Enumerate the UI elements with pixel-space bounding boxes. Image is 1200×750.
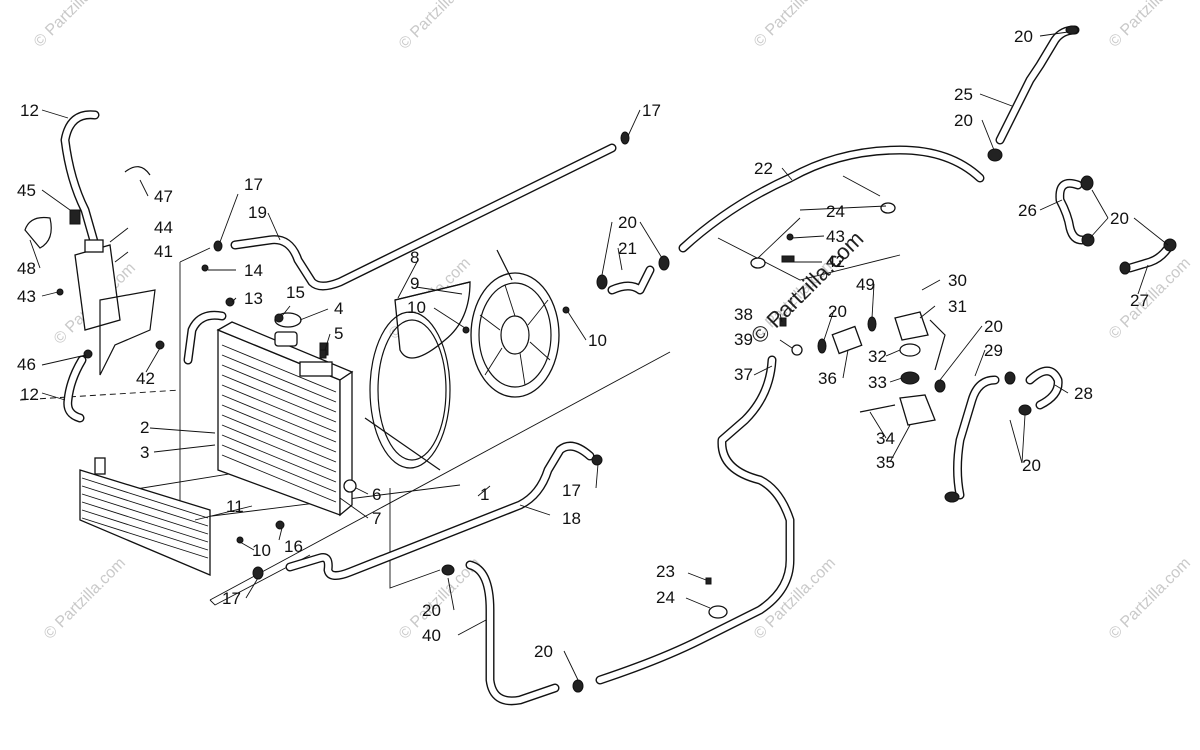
callout-24: 24 (826, 202, 845, 221)
callout-12: 12 (20, 101, 39, 120)
fasteners (56, 202, 896, 619)
callout-20: 20 (534, 642, 553, 661)
callout-17: 17 (222, 589, 241, 608)
callout-2: 2 (140, 418, 149, 437)
callout-46: 46 (17, 355, 36, 374)
callout-12: 12 (20, 385, 39, 404)
callout-20: 20 (422, 601, 441, 620)
callout-35: 35 (876, 453, 895, 472)
callout-43: 43 (826, 227, 845, 246)
callout-20: 20 (1110, 209, 1129, 228)
callout-21: 21 (618, 239, 637, 258)
callout-20: 20 (618, 213, 637, 232)
callout-19: 19 (248, 203, 267, 222)
callout-22: 22 (754, 159, 773, 178)
callout-1: 1 (480, 485, 489, 504)
watermark: © Partzilla.com (751, 555, 839, 643)
cooling-fan (470, 249, 560, 398)
callout-17: 17 (642, 101, 661, 120)
callout-48: 48 (17, 259, 36, 278)
callout-47: 47 (154, 187, 173, 206)
callout-16: 16 (284, 537, 303, 556)
callout-45: 45 (17, 181, 36, 200)
callout-28: 28 (1074, 384, 1093, 403)
callout-4: 4 (334, 299, 343, 318)
callout-6: 6 (372, 485, 381, 504)
callout-38: 38 (734, 305, 753, 324)
callout-13: 13 (244, 289, 263, 308)
callout-24: 24 (656, 588, 675, 607)
callout-42: 42 (826, 252, 845, 271)
leader-lines (29, 31, 1169, 681)
callout-23: 23 (656, 562, 675, 581)
callout-10: 10 (252, 541, 271, 560)
watermark: © Partzilla.com (1106, 0, 1194, 51)
radiator (216, 312, 354, 517)
watermark: © Partzilla.com (31, 0, 119, 51)
callout-numbers: 12 45 47 44 41 48 43 46 42 12 17 19 14 1… (17, 27, 1149, 661)
callout-20: 20 (828, 302, 847, 321)
callout-30: 30 (948, 271, 967, 290)
callout-5: 5 (334, 324, 343, 343)
callout-42: 42 (136, 369, 155, 388)
callout-17: 17 (562, 481, 581, 500)
callout-15: 15 (286, 283, 305, 302)
oil-cooler (79, 457, 211, 576)
callout-20: 20 (1022, 456, 1041, 475)
callout-29: 29 (984, 341, 1003, 360)
callout-32: 32 (868, 347, 887, 366)
callout-9: 9 (410, 274, 419, 293)
watermark: © Partzilla.com (396, 0, 484, 53)
callout-34: 34 (876, 429, 895, 448)
callout-7: 7 (372, 509, 381, 528)
hoses (60, 25, 1175, 706)
hose-clamps (213, 25, 1177, 693)
callout-41: 41 (154, 242, 173, 261)
callout-49: 49 (856, 275, 875, 294)
callout-10: 10 (407, 298, 426, 317)
watermark: © Partzilla.com (1106, 255, 1194, 343)
callout-18: 18 (562, 509, 581, 528)
callout-37: 37 (734, 365, 753, 384)
callout-14: 14 (244, 261, 263, 280)
callout-27: 27 (1130, 291, 1149, 310)
callout-26: 26 (1018, 201, 1037, 220)
watermark: © Partzilla.com (751, 0, 839, 51)
watermark: © Partzilla.com (41, 555, 129, 643)
watermark: © Partzilla.com (1106, 555, 1194, 643)
callout-25: 25 (954, 85, 973, 104)
callout-3: 3 (140, 443, 149, 462)
coolant-reservoir (24, 166, 156, 376)
callout-8: 8 (410, 248, 419, 267)
callout-20: 20 (984, 317, 1003, 336)
callout-11: 11 (226, 497, 244, 516)
callout-31: 31 (948, 297, 967, 316)
fan-shroud (364, 281, 471, 471)
callout-20: 20 (1014, 27, 1033, 46)
callout-17: 17 (244, 175, 263, 194)
callout-44: 44 (154, 218, 173, 237)
callout-40: 40 (422, 626, 441, 645)
callout-39: 39 (734, 330, 753, 349)
callout-10: 10 (588, 331, 607, 350)
callout-43: 43 (17, 287, 36, 306)
callout-33: 33 (868, 373, 887, 392)
callout-36: 36 (818, 369, 837, 388)
thermostat-assembly (779, 311, 946, 426)
callout-20: 20 (954, 111, 973, 130)
